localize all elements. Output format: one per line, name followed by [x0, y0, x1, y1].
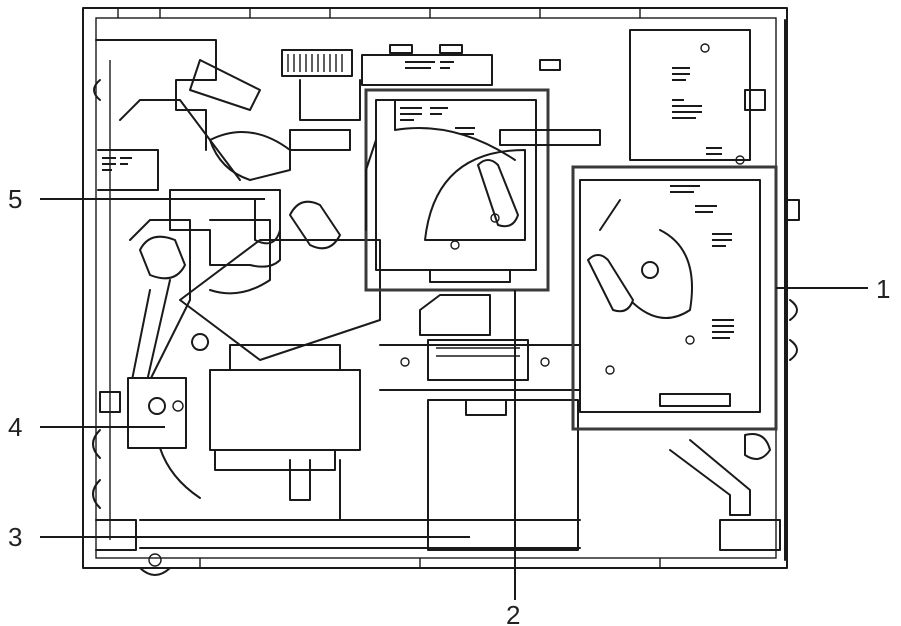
top-center-mechanism	[209, 44, 561, 181]
callout-leaders	[40, 198, 868, 600]
item-2-central-unit	[361, 54, 601, 292]
callout-2: 2	[506, 600, 520, 626]
left-frame-details	[92, 39, 261, 551]
item-4-lever-assembly	[99, 377, 201, 499]
callout-labels: 5 4 3 1 2	[8, 184, 890, 626]
lower-left-assembly	[179, 239, 381, 501]
callout-4: 4	[8, 412, 22, 442]
item-1-highlight-box	[571, 165, 778, 431]
item-1-right-unit	[571, 29, 778, 431]
item-2-highlight-box	[364, 88, 550, 292]
middle-connector	[379, 294, 581, 391]
callout-1: 1	[876, 274, 890, 304]
callout-5: 5	[8, 184, 22, 214]
item-3-bottom-tray	[139, 399, 581, 551]
right-frame-details	[669, 19, 800, 561]
callout-3: 3	[8, 522, 22, 552]
